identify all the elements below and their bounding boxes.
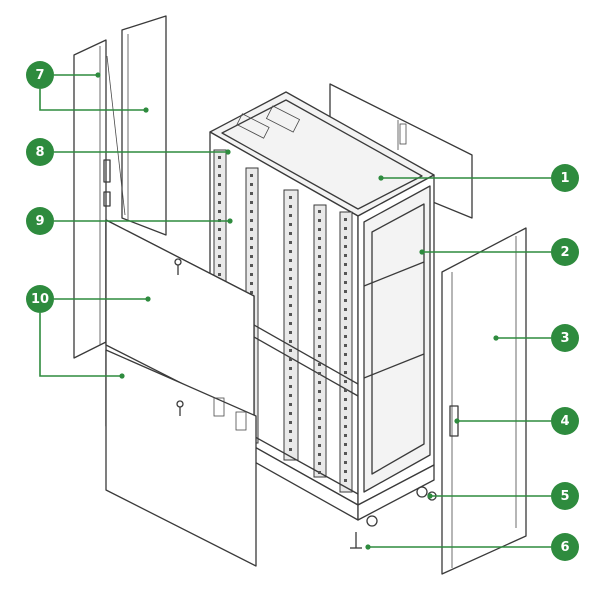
front-doors: [105, 219, 257, 567]
callout-frame-post: 2: [419, 238, 579, 266]
callout-number: 4: [560, 414, 569, 429]
leader-dot: [225, 149, 231, 155]
callout-caster: 5: [427, 482, 579, 510]
leader-dot: [454, 418, 460, 424]
leader-dot: [95, 72, 101, 78]
callout-badge: [551, 533, 579, 561]
callout-number: 2: [560, 245, 569, 260]
leader-dot: [227, 218, 233, 224]
leader-dot: [427, 493, 433, 499]
callout-badge: [551, 324, 579, 352]
caster-front: [366, 515, 378, 527]
callout-number: 1: [560, 171, 569, 186]
leader-dot: [419, 249, 425, 255]
caster-side: [416, 486, 428, 498]
callout-badge: [551, 164, 579, 192]
callout-number: 5: [560, 489, 569, 504]
callout-number: 9: [35, 214, 44, 229]
leader-dot: [493, 335, 499, 341]
callout-frame: 8: [26, 138, 231, 166]
callout-side-panel-handle: 4: [454, 407, 579, 435]
callout-front-doors: 10: [26, 285, 151, 379]
callout-badge: [26, 61, 54, 89]
callout-top-cover: 1: [378, 164, 579, 192]
rear-door-right: [121, 15, 167, 236]
callout-number: 3: [560, 331, 569, 346]
callouts-layer: 1 2 3 4 5 6 7 8 9 10: [26, 61, 579, 561]
callout-rear-doors: 7: [26, 61, 149, 113]
leader-line: [39, 298, 148, 377]
callout-number: 8: [35, 145, 44, 160]
callout-badge: [551, 407, 579, 435]
callout-number: 7: [35, 68, 44, 83]
side-panel: [441, 227, 527, 575]
leader-dot: [143, 107, 149, 113]
callout-badge: [551, 482, 579, 510]
callout-badge: [26, 207, 54, 235]
leader-dot: [119, 373, 125, 379]
leader-dot: [378, 175, 384, 181]
leader-line: [39, 74, 146, 111]
rear-door-left: [73, 39, 107, 359]
callout-number: 6: [560, 540, 569, 555]
callout-side-panel: 3: [493, 324, 579, 352]
callout-badge: [26, 138, 54, 166]
front-door-lower: [105, 349, 257, 567]
callout-number: 10: [31, 292, 49, 307]
leader-dot: [365, 544, 371, 550]
callout-badge: [551, 238, 579, 266]
callout-mounting-rail: 9: [26, 207, 233, 235]
callout-badge: [26, 285, 54, 313]
leader-dot: [145, 296, 151, 302]
callout-leveling-foot: 6: [365, 533, 579, 561]
